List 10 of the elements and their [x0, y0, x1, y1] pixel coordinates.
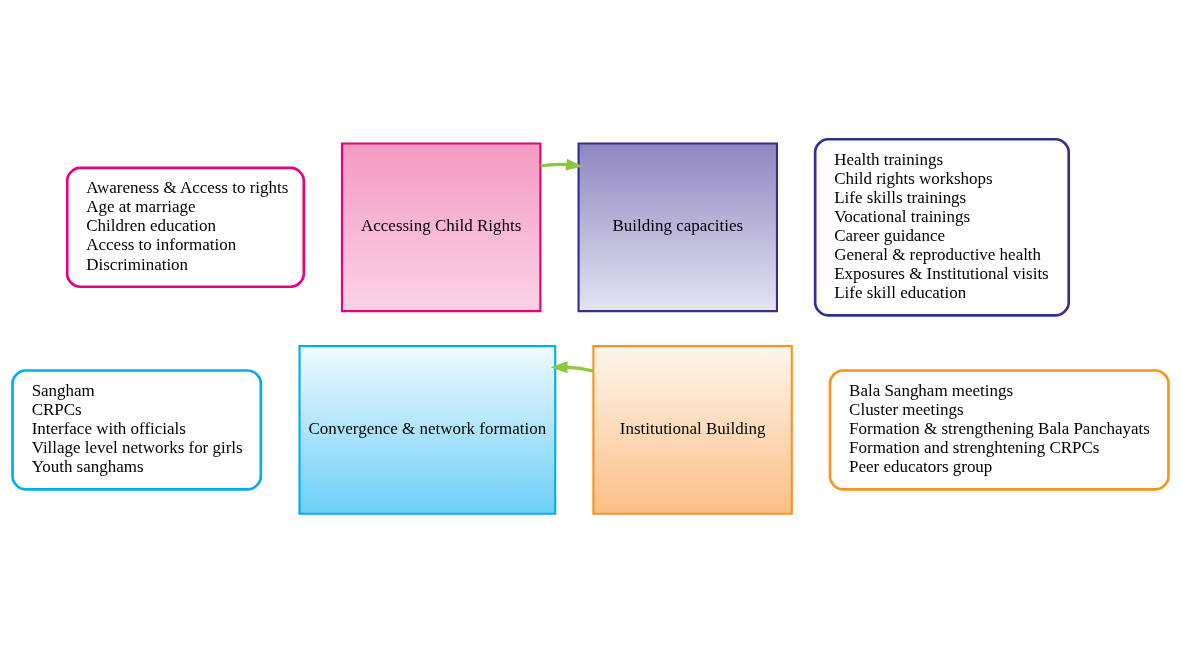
arrow	[540, 158, 584, 170]
node-box: Bala Sangham meetings Cluster meetings Formation & strengthening Bala Panchayats Formation and strenghtening CRPCs Peer educators group	[828, 368, 1170, 491]
node-box: Convergence & network formation	[298, 344, 557, 515]
arrow	[550, 360, 594, 373]
node-box: Accessing Child Rights	[340, 141, 542, 312]
node-box: Health trainings Child rights workshops Life skills trainings Vocational trainings Career guidance General & reproductive health Exposures & Institutional visits Life skill education	[813, 137, 1071, 317]
node-box: Awareness & Access to rights Age at marriage Children education Access to information Discrimination	[65, 166, 306, 288]
node-box: Sangham CRPCs Interface with officials Village level networks for girls Youth sanghams	[11, 368, 263, 491]
node-box: Building capacities	[577, 141, 778, 312]
node-box: Institutional Building	[592, 344, 793, 515]
